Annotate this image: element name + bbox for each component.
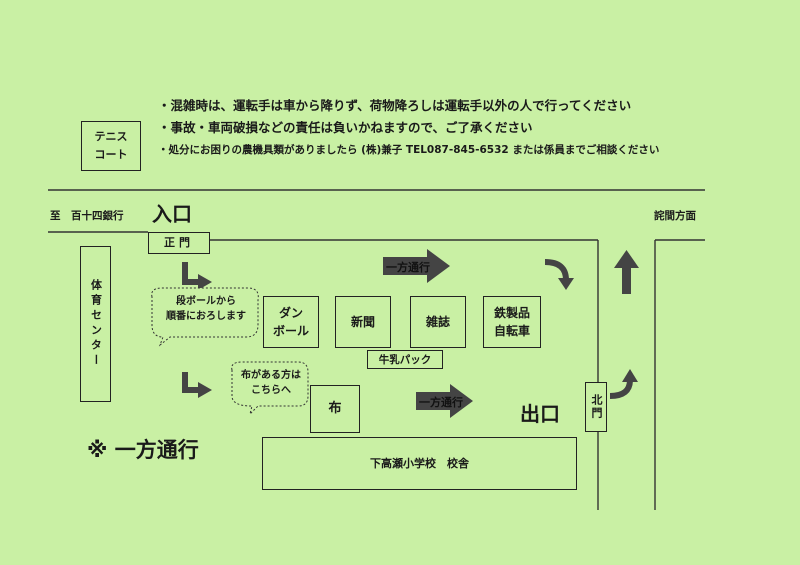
school-label: 下高瀬小学校 校舎 (370, 456, 469, 470)
to-bank-label: 至 百十四銀行 (50, 210, 124, 222)
up-arrow-shaft (622, 266, 631, 294)
station-magazine: 雑誌 (410, 296, 466, 348)
one-way-arrow-2 (416, 384, 473, 418)
note-liability: ・事故・車両破損などの責任は負いかねますので、ご了承ください (158, 120, 533, 135)
notes-list: ・混雑時は、運転手は車から降りず、荷物降ろしは運転手以外の人で行ってください ・… (158, 95, 678, 161)
curve-arrow-up (609, 379, 633, 399)
curve-arrow-up-head (622, 369, 638, 382)
tennis-court-label: テニスコート (94, 130, 128, 161)
to-sakuma-label: 詫間方面 (654, 210, 696, 222)
bubble-outline-2 (231, 361, 309, 416)
tennis-court-box: テニスコート (81, 121, 141, 171)
curve-arrow-down-head (558, 278, 574, 290)
one-way-arrow-1 (383, 249, 450, 283)
turn-arrow-1-head (198, 274, 212, 290)
main-gate-box: 正門 (148, 232, 210, 254)
gym-label: 体育センター (89, 279, 103, 369)
bubble-cloth-here: 布がある方は こちらへ (241, 370, 301, 396)
gym-box: 体育センター (80, 246, 111, 402)
north-gate-label: 北門 (590, 394, 603, 420)
turn-arrow-2 (182, 372, 200, 393)
turn-arrow-1 (182, 262, 200, 285)
one-way-text-2: 一方通行 (419, 396, 463, 409)
station-cloth: 布 (310, 385, 360, 433)
station-newspaper: 新聞 (335, 296, 391, 348)
one-way-text-1: 一方通行 (386, 261, 430, 274)
note-congestion: ・混雑時は、運転手は車から降りず、荷物降ろしは運転手以外の人で行ってください (158, 98, 632, 113)
school-building: 下高瀬小学校 校舎 (262, 437, 577, 490)
station-milk-pack: 牛乳パック (367, 350, 443, 369)
north-gate-box: 北門 (585, 382, 607, 432)
station-iron-bike: 鉄製品 自転車 (483, 296, 541, 348)
up-arrow-head (614, 250, 639, 268)
turn-arrow-2-head (198, 382, 212, 398)
entrance-label: 入口 (152, 202, 192, 226)
bubble-cardboard-order: 段ボールから 順番におろします (166, 296, 246, 322)
main-gate-label: 正門 (164, 236, 194, 249)
curve-arrow-down (544, 259, 569, 281)
note-contact: ・処分にお困りの農機具類がありましたら (株)兼子 TEL087-845-653… (158, 144, 660, 156)
bubble-outline-1 (151, 287, 259, 347)
one-way-note: ※ 一方通行 (87, 438, 199, 462)
station-cardboard: ダン ボール (263, 296, 319, 348)
exit-label: 出口 (520, 402, 560, 426)
